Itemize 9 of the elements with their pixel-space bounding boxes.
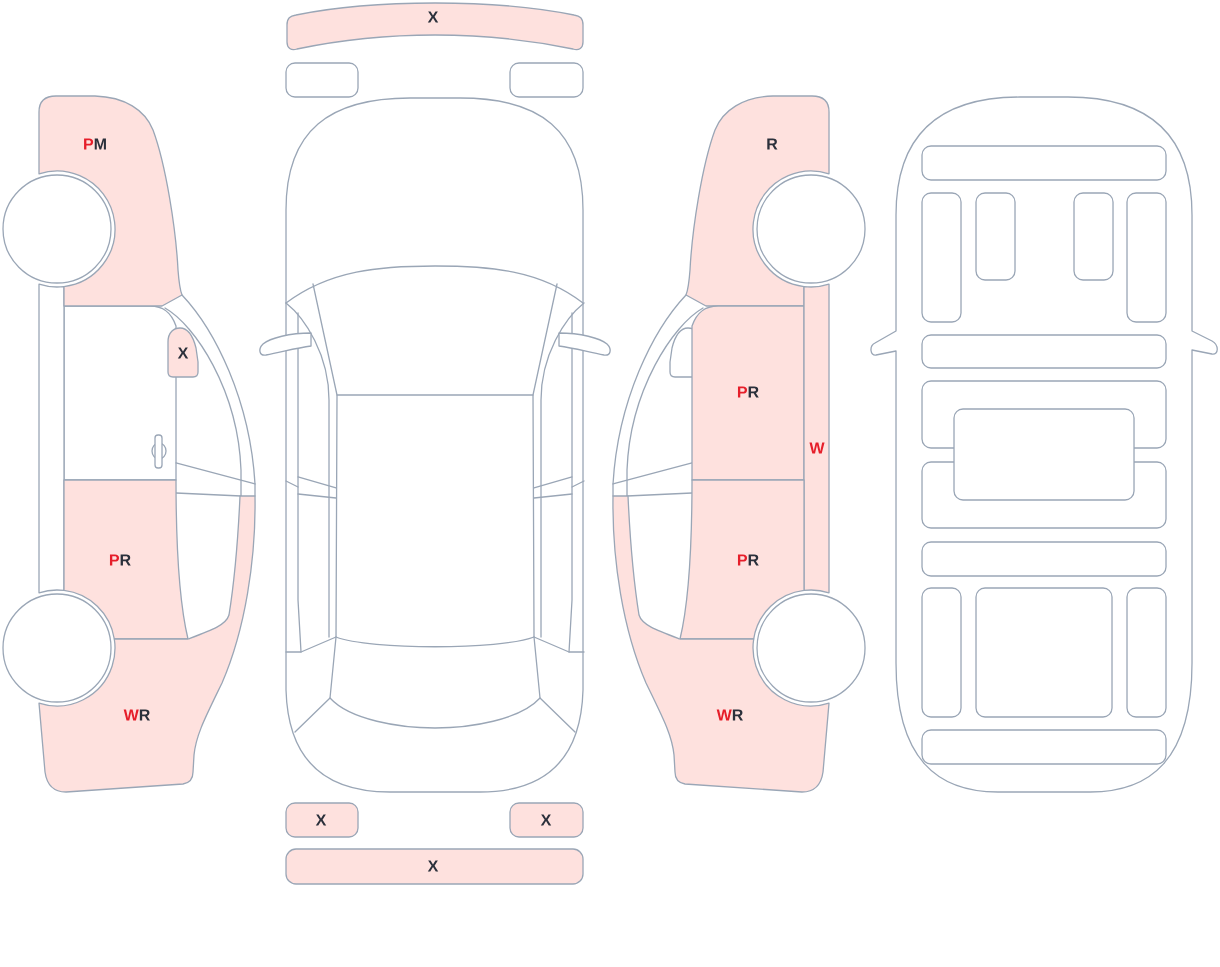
front-fender-panel: PM <box>38 95 183 307</box>
front-fender-panel: R <box>685 95 830 307</box>
tail-light: X <box>509 802 584 838</box>
rocker-panel: W <box>803 283 830 594</box>
tail-light: X <box>285 802 359 838</box>
front-bumper: X <box>286 2 584 51</box>
rear-bumper: X <box>285 848 584 885</box>
rear-door-panel: PR <box>63 479 189 640</box>
mirror-panel: X <box>167 327 199 378</box>
